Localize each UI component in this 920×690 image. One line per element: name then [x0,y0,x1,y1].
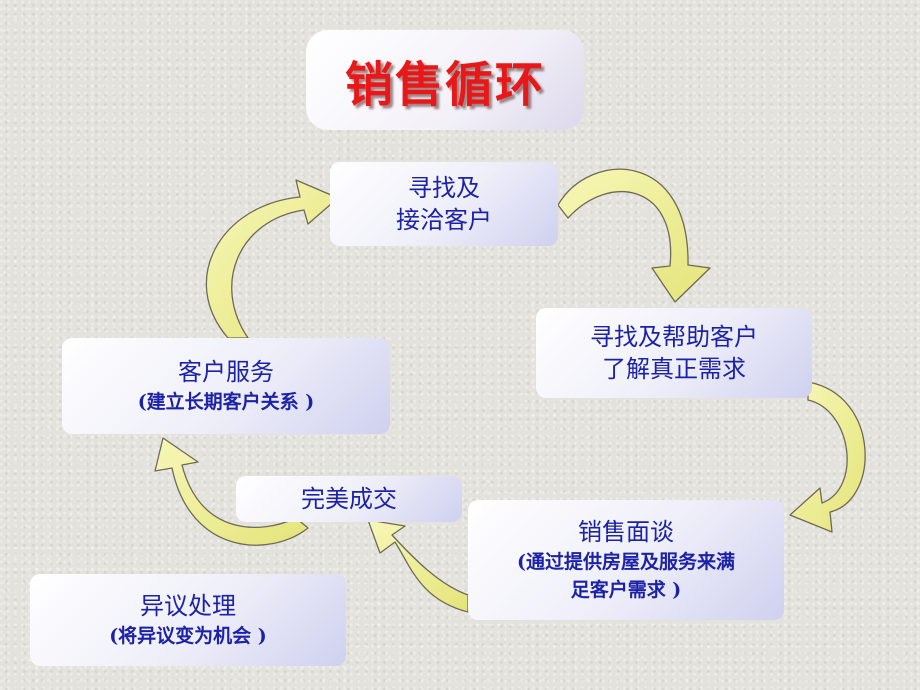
arrow-needs-to-negotiate [789,381,866,533]
step-needs-line1: 寻找及帮助客户 [590,323,758,351]
step-customer-service: 客户服务 (建立长期客户关系 ) [62,338,390,434]
step-sales-negotiation: 销售面谈 (通过提供房屋及服务来满 足客户需求 ) [468,500,784,620]
step-objection-handling: 异议处理 (将异议变为机会 ) [30,574,346,666]
arrow-find-to-needs [557,168,711,303]
step-understand-needs: 寻找及帮助客户 了解真正需求 [536,308,812,398]
step-negotiate-line1: 销售面谈 [578,518,674,546]
arrow-close-to-service [154,437,309,546]
step-close-deal: 完美成交 [236,476,462,522]
step-service-line1: 客户服务 [178,358,274,386]
arrow-service-to-find [205,179,339,339]
step-needs-line2: 了解真正需求 [602,355,746,383]
step-negotiate-line3: 足客户需求 ) [570,579,682,601]
step-service-line2: (建立长期客户关系 ) [137,391,315,413]
step-objection-line2: (将异议变为机会 ) [109,625,267,647]
step-find-customers: 寻找及 接洽客户 [330,162,558,246]
step-negotiate-line2: (通过提供房屋及服务来满 [517,551,735,573]
arrow-negotiate-to-close [367,519,469,613]
diagram-title: 销售循环 [344,57,545,113]
title-banner: 销售循环 [306,30,584,130]
step-close-label: 完美成交 [301,485,397,513]
step-find-line1: 寻找及 [408,174,480,202]
step-objection-line1: 异议处理 [140,592,236,620]
step-find-line2: 接洽客户 [396,206,492,234]
